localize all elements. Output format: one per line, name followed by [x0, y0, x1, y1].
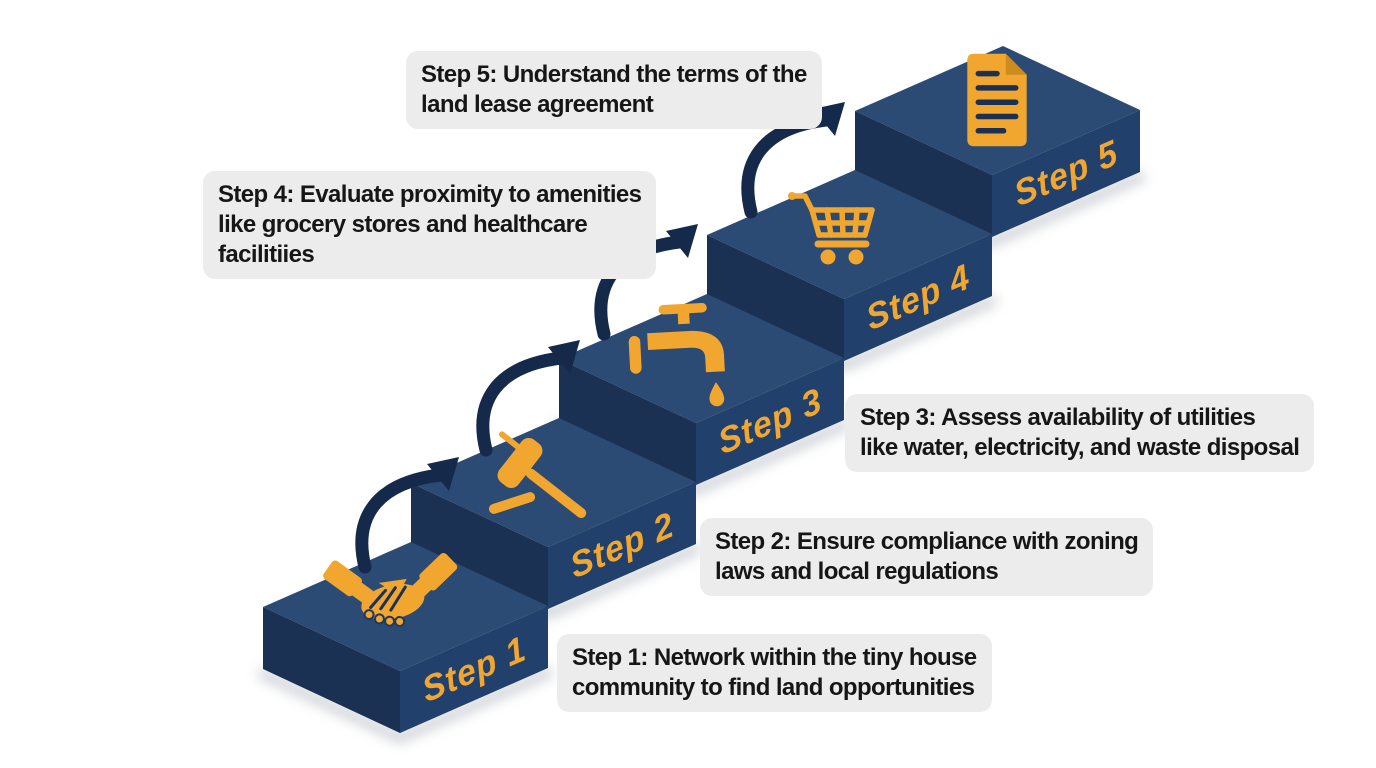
- callout-step-1-line-2: community to find land opportunities: [572, 674, 975, 701]
- callout-step-5: Step 5: Understand the terms of the land…: [406, 51, 822, 129]
- gavel-icon: [488, 431, 587, 519]
- step-2-left-face: [411, 483, 548, 609]
- step-3-top-face: [559, 294, 844, 423]
- step-block-3: Step 3: [559, 294, 844, 485]
- callout-step-5-line-2: land lease agreement: [421, 91, 654, 118]
- step-5-right-face: [992, 110, 1140, 237]
- callout-step-5-line-1: Step 5: Understand the terms of the: [421, 61, 807, 88]
- callout-step-1-line-1: Step 1: Network within the tiny house: [572, 644, 977, 671]
- step-1-right-face: [400, 606, 548, 733]
- callout-step-4-line-3: facilitiies: [218, 241, 315, 268]
- callout-step-4-line-1: Step 4: Evaluate proximity to amenities: [218, 181, 642, 208]
- step-5-left-face: [855, 111, 992, 237]
- callout-step-3: Step 3: Assess availability of utilities…: [845, 394, 1315, 472]
- callout-step-1: Step 1: Network within the tiny house co…: [557, 634, 992, 712]
- step-block-4: Step 4: [707, 170, 992, 361]
- handshake-icon: [323, 552, 458, 628]
- step-4-right-face: [844, 234, 992, 361]
- callout-step-4-line-2: like grocery stores and healthcare: [218, 211, 588, 238]
- step-3-right-face: [696, 358, 844, 485]
- step-block-5: Step 5: [855, 46, 1140, 237]
- callout-step-4: Step 4: Evaluate proximity to amenities …: [203, 171, 657, 279]
- step-2-top-face: [411, 418, 696, 547]
- cart-icon: [788, 192, 875, 265]
- callout-step-2-line-2: laws and local regulations: [715, 558, 999, 585]
- step-4-left-face: [707, 235, 844, 361]
- callout-step-2: Step 2: Ensure compliance with zoning la…: [700, 518, 1154, 596]
- step-3-left-face: [559, 359, 696, 485]
- document-icon: [967, 53, 1027, 147]
- callout-step-2-line-1: Step 2: Ensure compliance with zoning: [715, 528, 1139, 555]
- step-block-1: Step 1: [263, 542, 548, 733]
- shadow-step-1: [258, 668, 553, 744]
- step-1-left-face: [263, 607, 400, 733]
- step-block-2: Step 2: [411, 418, 696, 609]
- step-2-right-face: [548, 482, 696, 609]
- callout-step-3-line-2: like water, electricity, and waste dispo…: [860, 434, 1300, 461]
- callout-step-3-line-1: Step 3: Assess availability of utilities: [860, 404, 1256, 431]
- faucet-icon: [628, 303, 725, 407]
